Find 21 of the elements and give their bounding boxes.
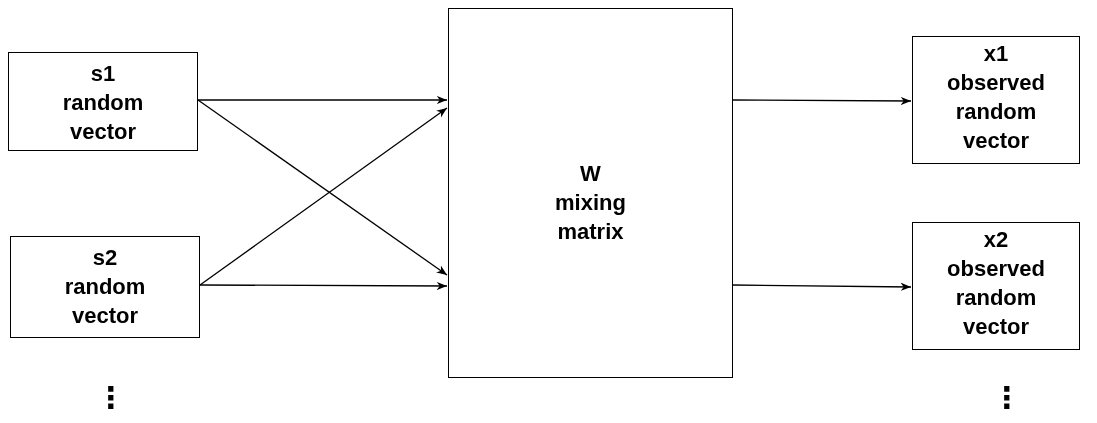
node-title: x2: [982, 226, 1010, 254]
node-title: s1: [89, 60, 117, 88]
arrow: [197, 95, 448, 105]
process-box: [8, 52, 198, 151]
node-label: random vector: [61, 89, 145, 146]
node-label: random vector: [63, 273, 147, 330]
node-title: s2: [91, 244, 119, 272]
ellipsis-mark: ⋮: [992, 380, 1022, 416]
node-label: observed random vector: [946, 69, 1046, 155]
node-label: mixing matrix: [554, 189, 627, 246]
ellipsis-mark: ⋮: [96, 380, 126, 416]
arrow: [732, 96, 912, 106]
process-box: [912, 222, 1080, 350]
node-title: W: [579, 160, 602, 188]
process-box: [10, 236, 200, 338]
arrow: [732, 282, 912, 292]
process-box: [448, 8, 733, 378]
process-box: [912, 36, 1080, 164]
node-title: x1: [982, 40, 1010, 68]
node-label: observed random vector: [946, 255, 1046, 341]
arrow: [199, 281, 448, 291]
